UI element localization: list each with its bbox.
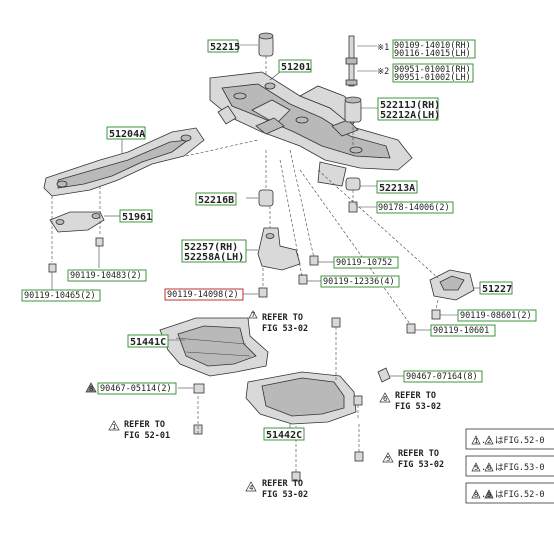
bracket-52257-drawing xyxy=(245,227,301,271)
label-90119-14098: 90119-14098(2) xyxy=(167,290,239,300)
bolt-90119-14098-drawing xyxy=(243,287,268,298)
mount-51227-drawing xyxy=(429,269,480,301)
label-90951-01001: 90951-01001(RH) xyxy=(394,65,471,75)
svg-text:1: 1 xyxy=(112,423,116,431)
bolt-90119-08601-drawing xyxy=(431,309,458,320)
part-labels: 52215 51201 90109-14010(RH) 90116-14015(… xyxy=(21,39,537,441)
label-51442C: 51442C xyxy=(266,430,302,441)
svg-text:1: 1 xyxy=(474,437,478,445)
refer-note-2: 1 REFER TO FIG 52-01 xyxy=(108,420,170,441)
svg-text:はFIG.52-0: はFIG.52-0 xyxy=(495,436,544,446)
svg-text:FIG 53-02: FIG 53-02 xyxy=(398,460,444,470)
label-52216B: 52216B xyxy=(198,195,234,206)
label-90467-07164: 90467-07164(8) xyxy=(406,372,478,382)
bushing-52216B-drawing xyxy=(246,189,274,207)
svg-text:.: . xyxy=(481,436,486,446)
mark-1: ※1 xyxy=(377,43,389,53)
svg-text:.: . xyxy=(481,463,486,473)
clip-90467-05114-drawing xyxy=(178,383,205,394)
bolt-90119-10465-drawing xyxy=(48,263,57,290)
label-90951-01002: 90951-01002(LH) xyxy=(394,73,471,83)
svg-text:FIG 53-02: FIG 53-02 xyxy=(262,490,308,500)
front-suspension-crossmember-drawing xyxy=(209,71,413,187)
svg-text:5: 5 xyxy=(474,464,478,472)
label-52212A: 52212A(LH) xyxy=(380,110,440,121)
svg-text:6: 6 xyxy=(383,395,388,403)
label-90119-10601: 90119-10601 xyxy=(433,326,489,336)
label-90109: 90109-14010(RH) xyxy=(394,41,471,51)
svg-text:REFER TO: REFER TO xyxy=(262,479,303,489)
label-52211J: 52211J(RH) xyxy=(380,100,440,111)
svg-text:FIG 52-01: FIG 52-01 xyxy=(124,431,170,441)
label-51201: 51201 xyxy=(281,62,311,73)
svg-text:REFER TO: REFER TO xyxy=(395,391,436,401)
clip-90467-07164-drawing xyxy=(377,367,404,383)
bolt-90119-12336-drawing xyxy=(298,274,321,285)
label-90119-10483: 90119-10483(2) xyxy=(70,271,142,281)
mark-2: ※2 xyxy=(377,67,389,77)
svg-text:6: 6 xyxy=(487,464,492,472)
bolt-90109-drawing xyxy=(345,35,377,87)
label-52215: 52215 xyxy=(210,42,240,53)
label-90116: 90116-14015(LH) xyxy=(394,49,471,59)
svg-text:.: . xyxy=(481,490,486,500)
label-51441C: 51441C xyxy=(130,337,166,348)
svg-text:2: 2 xyxy=(487,437,491,445)
svg-text:8: 8 xyxy=(89,385,93,393)
refer-note-4: 5 REFER TO FIG 53-02 xyxy=(382,449,444,470)
assembly-dashed-lines xyxy=(51,56,439,325)
refer-note-3: 6 REFER TO FIG 53-02 xyxy=(379,391,441,412)
svg-text:9: 9 xyxy=(487,491,491,499)
label-90467-05114: 90467-05114(2) xyxy=(100,384,172,394)
label-51227: 51227 xyxy=(482,284,512,295)
svg-text:FIG 53-02: FIG 53-02 xyxy=(262,324,308,334)
svg-text:はFIG.53-0: はFIG.53-0 xyxy=(495,463,544,473)
svg-text:8: 8 xyxy=(474,491,478,499)
bolt-90119-10483-drawing xyxy=(95,237,104,268)
ref-bolt-mark: 8 xyxy=(85,382,97,393)
label-51961: 51961 xyxy=(122,212,152,223)
svg-text:7: 7 xyxy=(251,311,255,319)
label-52213A: 52213A xyxy=(379,183,415,194)
label-90119-10465: 90119-10465(2) xyxy=(24,291,96,301)
label-90178: 90178-14006(2) xyxy=(378,203,450,213)
bushing-52211J-drawing xyxy=(344,96,378,123)
label-90119-10752: 90119-10752 xyxy=(336,258,392,268)
bolt-90119-10601-drawing xyxy=(406,323,431,334)
label-90119-12336: 90119-12336(4) xyxy=(323,277,395,287)
bushing-52213A-drawing xyxy=(345,177,377,191)
label-52258A: 52258A(LH) xyxy=(184,252,244,263)
legend: 1 . 2 はFIG.52-0 5 . 6 はFIG.53-0 8 . 9 はF… xyxy=(465,428,554,504)
svg-text:REFER TO: REFER TO xyxy=(262,313,303,323)
svg-text:REFER TO: REFER TO xyxy=(398,449,439,459)
label-51204A: 51204A xyxy=(109,129,145,140)
legend-row-3: 8 . 9 はFIG.52-0 xyxy=(465,482,554,504)
label-90119-08601: 90119-08601(2) xyxy=(460,311,532,321)
bolt-90119-10752-drawing xyxy=(309,255,334,266)
refer-note-5: 4 REFER TO FIG 53-02 xyxy=(245,479,308,500)
legend-row-1: 1 . 2 はFIG.52-0 xyxy=(465,428,554,450)
legend-row-2: 5 . 6 はFIG.53-0 xyxy=(465,455,554,477)
member-51204A-drawing xyxy=(43,127,205,197)
svg-text:4: 4 xyxy=(249,484,254,492)
svg-text:FIG 53-02: FIG 53-02 xyxy=(395,402,441,412)
label-52257: 52257(RH) xyxy=(184,242,238,253)
refer-note-1: 7 REFER TO FIG 53-02 xyxy=(248,310,308,334)
engine-under-cover-51441C-drawing xyxy=(159,317,269,377)
bushing-52215-drawing xyxy=(238,32,274,57)
engine-under-cover-51442C-drawing xyxy=(245,371,357,432)
cover-bolts-drawing xyxy=(193,317,364,482)
svg-text:5: 5 xyxy=(386,455,390,463)
svg-text:REFER TO: REFER TO xyxy=(124,420,165,430)
svg-text:はFIG.52-0: はFIG.52-0 xyxy=(495,490,544,500)
bracket-51961-drawing xyxy=(49,211,120,233)
